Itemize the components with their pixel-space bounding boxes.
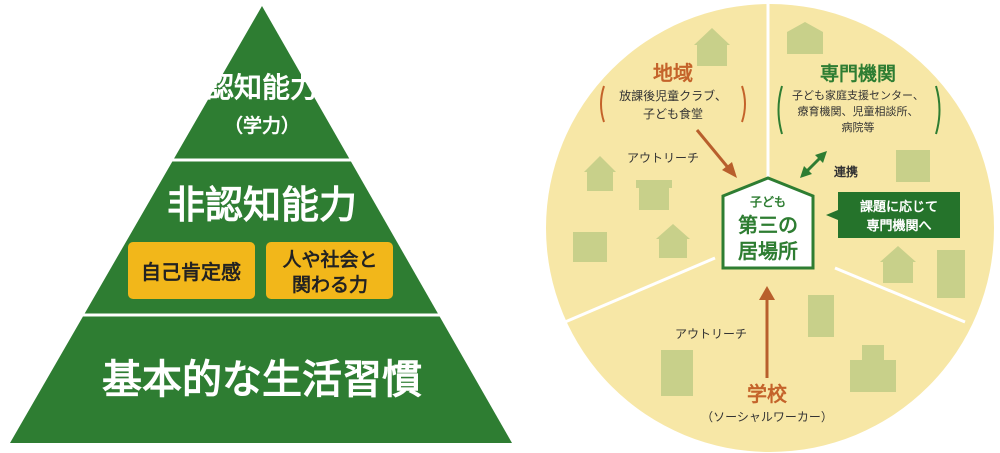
house-icon — [694, 28, 730, 66]
pyramid-top-subtitle: （学力） — [224, 114, 300, 137]
outreach-bottom-label: アウトリーチ — [675, 327, 747, 341]
social-ability-box — [266, 242, 393, 299]
tower-icon — [661, 350, 693, 396]
community-bracket-right — [741, 85, 746, 123]
divider-left — [557, 256, 716, 327]
third-place-line2: 第三の — [738, 213, 798, 237]
pyramid-top-title: 認知能力 — [206, 71, 318, 104]
pyramid-mid-title: 非認知能力 — [167, 183, 357, 227]
specialist-title: 専門機関 — [820, 62, 896, 85]
community-line2: 子ども食堂 — [643, 106, 703, 121]
third-place-line1: 子ども — [750, 195, 786, 209]
pyramid: 認知能力 （学力） 非認知能力 自己肯定感 人や社会と 関わる力 基本的な生活習… — [0, 6, 520, 443]
specialist-line2: 療育機関、児童相談所、 — [798, 104, 919, 118]
specialist-line1: 子ども家庭支援センター、 — [792, 88, 924, 102]
school-arrow — [759, 286, 775, 378]
apartment-icon — [808, 295, 834, 337]
pyramid-shape — [10, 6, 512, 443]
specialist-bracket-right — [935, 85, 941, 135]
office-icon — [787, 22, 823, 54]
social-ability-label-1: 人や社会と — [282, 248, 377, 271]
community-bracket-left — [600, 85, 605, 123]
community-line1: 放課後児童クラブ、 — [619, 88, 727, 103]
referral-line2: 専門機関へ — [866, 218, 931, 234]
specialist-bracket-left — [777, 85, 783, 135]
school-subtitle: （ソーシャルワーカー） — [701, 410, 833, 424]
community-arrow — [695, 129, 737, 178]
third-place-line3: 居場所 — [738, 239, 798, 263]
outreach-top-label: アウトリーチ — [627, 151, 699, 165]
support-circle: 子ども 第三の 居場所 地域 放課後児童クラブ、 子ども食堂 専門機関 子ども家… — [546, 4, 994, 452]
community-title: 地域 — [653, 61, 693, 85]
divider-right — [834, 266, 966, 324]
self-esteem-label: 自己肯定感 — [141, 260, 241, 284]
house-icon — [880, 246, 916, 283]
clinic-icon — [850, 345, 896, 392]
building-icons — [573, 22, 965, 396]
specialist-line3: 病院等 — [842, 120, 875, 134]
hospital-icon — [896, 150, 930, 182]
shop-icon — [636, 180, 672, 210]
third-place-house: 子ども 第三の 居場所 — [721, 176, 815, 270]
school-title: 学校 — [747, 382, 788, 406]
social-ability-label-2: 関わる力 — [292, 273, 368, 296]
house-icon — [656, 224, 690, 258]
cooperation-arrow — [800, 151, 827, 178]
specialist-section: 専門機関 子ども家庭支援センター、 療育機関、児童相談所、 病院等 — [777, 62, 941, 135]
referral-line1: 課題に応じて — [860, 199, 938, 215]
tower-icon — [937, 250, 965, 298]
cooperation-label: 連携 — [834, 164, 858, 179]
pyramid-bottom-title: 基本的な生活習慣 — [102, 357, 422, 403]
house-icon — [584, 156, 616, 191]
store-icon — [573, 232, 607, 262]
third-place-outline — [721, 176, 815, 270]
self-esteem-box — [128, 242, 255, 299]
referral-box: 課題に応じて 専門機関へ — [826, 192, 960, 238]
community-section: 地域 放課後児童クラブ、 子ども食堂 — [600, 61, 746, 123]
